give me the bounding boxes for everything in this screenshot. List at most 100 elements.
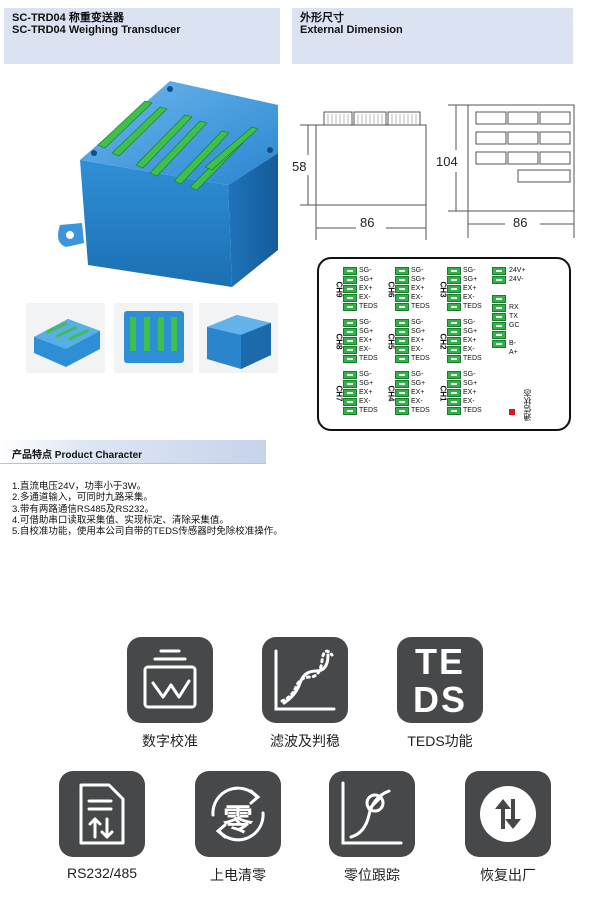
status-led-icon bbox=[509, 409, 515, 415]
dimension-title-cn: 外形尺寸 bbox=[300, 12, 344, 24]
terminal-pin-icon bbox=[447, 328, 461, 336]
pin-labels: SG-SG+EX+EX-TEDS bbox=[411, 266, 430, 311]
pin-label: TEDS bbox=[411, 355, 430, 362]
channel-label: CH8 bbox=[334, 333, 344, 350]
terminal-pin-icon bbox=[343, 319, 357, 327]
product-thumbnail-1 bbox=[26, 303, 105, 373]
product-thumbnail-2 bbox=[114, 303, 193, 373]
terminal-pin-icon bbox=[343, 355, 357, 363]
comm-pin-label: TX bbox=[509, 313, 518, 320]
dimension-title-en: External Dimension bbox=[300, 24, 403, 36]
terminal-pin-icon bbox=[343, 337, 357, 345]
comm-pin-label: B- bbox=[509, 340, 516, 347]
power-pin-label: 24V+ bbox=[509, 267, 526, 274]
digital-calibration-label: 数字校准 bbox=[142, 733, 198, 749]
feature-item: 1.直流电压24V，功率小于3W。 bbox=[12, 481, 147, 492]
terminal-pin-icon bbox=[492, 295, 506, 303]
comm-pin-labels: RX TX GC B- A+ bbox=[509, 303, 520, 357]
product-title-header: SC-TRD04 称重变送器 SC-TRD04 Weighing Transdu… bbox=[4, 8, 280, 64]
terminal-pins bbox=[343, 371, 357, 416]
power-pin-label: 24V- bbox=[509, 276, 524, 283]
rs232-485-icon bbox=[59, 771, 145, 857]
pin-label: EX+ bbox=[359, 337, 373, 344]
pin-label: EX- bbox=[359, 398, 371, 405]
terminal-pin-icon bbox=[492, 331, 506, 339]
channel-group: SG-SG+EX+EX-TEDS bbox=[343, 371, 389, 415]
terminal-pin-icon bbox=[492, 276, 506, 284]
pin-label: EX+ bbox=[411, 389, 425, 396]
terminal-pin-icon bbox=[395, 319, 409, 327]
filter-stabilize-label: 滤波及判稳 bbox=[270, 733, 340, 749]
channel-label: CH6 bbox=[386, 281, 396, 298]
terminal-pin-icon bbox=[492, 340, 506, 348]
pin-label: SG- bbox=[463, 319, 476, 326]
pin-label: SG+ bbox=[411, 276, 426, 283]
pin-label: EX+ bbox=[463, 389, 477, 396]
terminal-pins bbox=[395, 319, 409, 364]
pin-labels: SG-SG+EX+EX-TEDS bbox=[359, 370, 378, 415]
pin-label: TEDS bbox=[463, 303, 482, 310]
pin-label: TEDS bbox=[359, 303, 378, 310]
pin-label: SG- bbox=[359, 267, 372, 274]
terminal-pin-icon bbox=[343, 346, 357, 354]
channel-group: SG-SG+EX+EX-TEDS bbox=[343, 319, 389, 363]
pin-label: TEDS bbox=[463, 407, 482, 414]
pin-label: SG+ bbox=[359, 328, 374, 335]
pin-label: SG- bbox=[411, 267, 424, 274]
terminal-pins bbox=[343, 319, 357, 364]
channel-group: SG-SG+EX+EX-TEDS bbox=[447, 267, 493, 311]
factory-reset-icon bbox=[465, 771, 551, 857]
pin-labels: SG-SG+EX+EX-TEDS bbox=[411, 318, 430, 363]
terminal-pin-icon bbox=[395, 328, 409, 336]
terminal-pin-icon bbox=[447, 303, 461, 311]
terminal-pin-icon bbox=[395, 337, 409, 345]
comm-pin-label: RX bbox=[509, 304, 519, 311]
pin-label: SG+ bbox=[463, 380, 478, 387]
pin-labels: SG- SG+ EX+ EX- TEDS bbox=[463, 370, 482, 415]
pin-label: EX+ bbox=[411, 285, 425, 292]
channel-group: SG-SG+EX+EX-TEDS bbox=[447, 319, 493, 363]
terminal-pin-icon bbox=[447, 276, 461, 284]
terminal-pins bbox=[447, 319, 461, 364]
top-dimension-drawing bbox=[448, 104, 575, 238]
feature-item: 5.自校准功能，使用本公司自带的TEDS传感器时免除校准操作。 bbox=[12, 526, 283, 538]
filter-stabilize-icon bbox=[262, 637, 348, 723]
channel-label: CH9 bbox=[334, 281, 344, 298]
pin-label: EX- bbox=[359, 294, 371, 301]
pin-label: EX- bbox=[359, 346, 371, 353]
pin-label: EX- bbox=[463, 294, 475, 301]
rs232-485-label: RS232/485 bbox=[66, 865, 138, 881]
pin-label: EX- bbox=[411, 346, 423, 353]
terminal-pin-icon bbox=[343, 303, 357, 311]
pin-label: TEDS bbox=[411, 303, 430, 310]
pin-label: TEDS bbox=[359, 407, 378, 414]
pin-labels: SG-SG+EX+EX-TEDS bbox=[463, 266, 482, 311]
terminal-pins bbox=[395, 267, 409, 312]
channel-group: SG- SG+ EX+ EX- TEDS bbox=[343, 267, 389, 311]
pin-label: TEDS bbox=[463, 355, 482, 362]
pin-label: TEDS bbox=[411, 407, 430, 414]
product-title-en: SC-TRD04 Weighing Transducer bbox=[12, 24, 181, 36]
terminal-pin-icon bbox=[343, 276, 357, 284]
channel-group: SG-SG+EX+EX-TEDS bbox=[395, 267, 441, 311]
pin-label: SG- bbox=[463, 371, 476, 378]
front-dimension-drawing bbox=[300, 111, 427, 240]
pin-label: EX+ bbox=[359, 285, 373, 292]
digital-calibration-icon bbox=[127, 637, 213, 723]
comm-pin-label: A+ bbox=[509, 349, 518, 356]
terminal-pin-icon bbox=[447, 398, 461, 406]
channel-label: CH2 bbox=[438, 333, 448, 350]
terminal-pin-icon bbox=[395, 389, 409, 397]
terminal-pin-icon bbox=[343, 371, 357, 379]
pin-label: SG+ bbox=[359, 276, 374, 283]
terminal-pin-icon bbox=[395, 346, 409, 354]
terminal-pin-icon bbox=[492, 322, 506, 330]
terminal-pin-icon bbox=[395, 355, 409, 363]
power-on-zero-label: 上电清零 bbox=[210, 867, 266, 883]
terminal-pin-icon bbox=[395, 303, 409, 311]
teds-label: TEDS功能 bbox=[407, 733, 473, 749]
comm-pin-label: GC bbox=[509, 322, 520, 329]
pin-label: SG- bbox=[359, 319, 372, 326]
pin-label: EX- bbox=[463, 398, 475, 405]
terminal-pin-icon bbox=[343, 389, 357, 397]
